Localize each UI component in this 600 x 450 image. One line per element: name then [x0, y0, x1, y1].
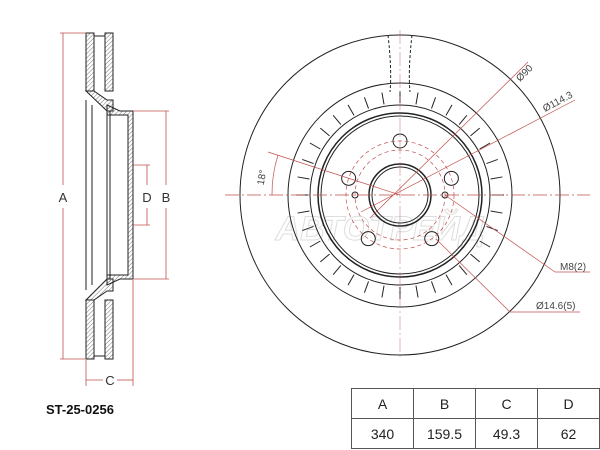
bolt-hole: [341, 170, 357, 186]
vent-slot: [458, 115, 468, 125]
table-cell: 49.3: [475, 418, 538, 449]
table-row: 340 159.5 49.3 62: [351, 418, 600, 449]
dimension-label-b: B: [162, 190, 171, 205]
table-header-row: A B C D: [351, 388, 600, 419]
table-cell: 340: [351, 418, 414, 449]
table-header-cell: A: [351, 388, 414, 419]
dimension-label-a: A: [59, 190, 68, 205]
side-dimensions: [60, 32, 169, 386]
dimension-label-c: C: [105, 373, 114, 388]
vent-slot: [320, 127, 330, 137]
vent-slot: [430, 97, 437, 109]
vent-slot: [479, 240, 491, 248]
vent-slot: [332, 265, 342, 275]
vent-slot: [415, 285, 419, 298]
front-dimensions: [225, 30, 590, 360]
bolt-hole: [424, 231, 440, 247]
vent-slot: [470, 253, 480, 263]
angle-label: 18°: [256, 169, 269, 186]
vent-slot: [332, 115, 342, 125]
side-profile-view: [84, 32, 134, 360]
vent-slot: [381, 285, 385, 298]
table-cell: 159.5: [413, 418, 476, 449]
vent-slot: [297, 176, 310, 180]
dimension-label-d: D: [142, 190, 151, 205]
vent-slot: [297, 210, 310, 214]
bolt-holes: [341, 133, 459, 247]
vent-slots: [296, 91, 504, 299]
dimension-table: A B C D 340 159.5 49.3 62: [351, 388, 600, 449]
vent-slot: [302, 158, 314, 165]
bolt-hole: [443, 170, 459, 186]
part-number: ST-25-0256: [46, 402, 114, 417]
callout-threaded-holes: M8(2): [560, 262, 586, 273]
vent-slot: [490, 210, 503, 214]
vent-slot: [302, 225, 314, 232]
vent-slot: [490, 176, 503, 180]
vent-slot: [415, 92, 419, 105]
vent-slot: [363, 281, 370, 293]
watermark-logo: АВТОТРЕЙД: [275, 209, 485, 248]
vent-slot: [486, 225, 498, 232]
vent-slot: [309, 142, 321, 150]
vent-slot: [486, 158, 498, 165]
vent-slot: [458, 265, 468, 275]
vent-slot: [381, 92, 385, 105]
vent-slot: [479, 142, 491, 150]
vent-slot: [347, 104, 355, 116]
table-header-cell: C: [475, 388, 538, 419]
vent-slot: [430, 281, 437, 293]
vent-slot: [470, 127, 480, 137]
table-header-cell: D: [537, 388, 600, 419]
vent-slot: [320, 253, 330, 263]
vent-slot: [347, 274, 355, 286]
callout-center-bore: Ø90: [514, 63, 535, 84]
table-cell: 62: [537, 418, 600, 449]
vent-slot: [445, 104, 453, 116]
vent-slot: [309, 240, 321, 248]
vent-slot: [363, 97, 370, 109]
callout-bolt-holes: Ø14.6(5): [536, 301, 575, 312]
bolt-hole: [360, 231, 376, 247]
vent-slot: [445, 274, 453, 286]
callout-bolt-circle: Ø114.3: [541, 90, 575, 115]
table-header-cell: B: [413, 388, 476, 419]
